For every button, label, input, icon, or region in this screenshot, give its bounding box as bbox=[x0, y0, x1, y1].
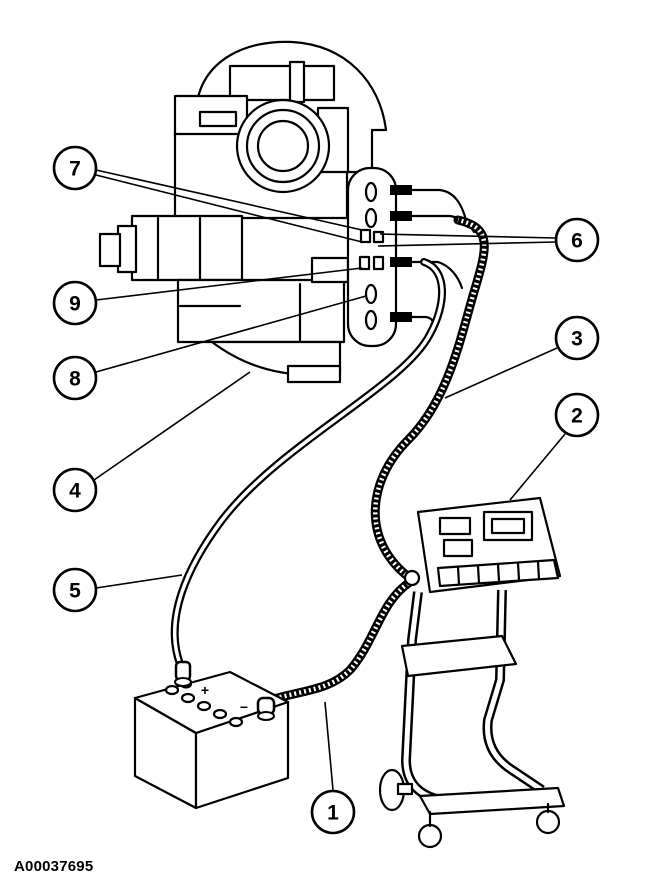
positive-battery-cable bbox=[170, 258, 446, 668]
callout-6-label: 6 bbox=[571, 230, 583, 253]
battery-negative-sign: − bbox=[240, 699, 248, 715]
probe-clip bbox=[390, 257, 412, 267]
callout-9-label: 9 bbox=[69, 293, 81, 316]
engine-lower-block bbox=[176, 278, 346, 344]
negative-battery-cable bbox=[265, 577, 415, 705]
figure-id: A00037695 bbox=[14, 858, 94, 875]
connector-terminal bbox=[372, 230, 385, 244]
cart-wheel bbox=[417, 823, 443, 849]
probe-clip bbox=[390, 211, 412, 221]
battery-positive-sign: + bbox=[201, 682, 209, 698]
tester-cable-port bbox=[403, 569, 421, 587]
cart-shelf bbox=[400, 634, 518, 678]
battery-negative-terminal bbox=[256, 696, 276, 721]
battery-positive-terminal bbox=[174, 660, 192, 687]
connector-pin bbox=[364, 207, 378, 229]
probe-clip bbox=[390, 312, 412, 322]
tester-screen bbox=[490, 517, 526, 535]
test-probes bbox=[390, 185, 476, 338]
tester-harness-cable bbox=[370, 215, 489, 583]
engine-top-tab bbox=[288, 60, 306, 104]
callout-5-label: 5 bbox=[69, 580, 81, 603]
battery-top-face bbox=[133, 670, 290, 735]
callout-4-circle bbox=[52, 467, 98, 513]
cart-wheel-axle bbox=[396, 782, 414, 796]
callout-9-circle bbox=[52, 280, 98, 326]
engine-assembly bbox=[98, 40, 388, 384]
connector-pin bbox=[364, 181, 378, 203]
connector-pin bbox=[364, 309, 378, 331]
callout-6-circle bbox=[554, 217, 600, 263]
callout-2-label: 2 bbox=[571, 405, 583, 428]
alternator-body bbox=[130, 214, 244, 282]
callout-3-circle bbox=[554, 315, 600, 361]
callout-8-circle bbox=[52, 355, 98, 401]
callout-1-label: 1 bbox=[327, 802, 339, 825]
callout-5-circle bbox=[52, 567, 98, 613]
callout-2-circle bbox=[554, 392, 600, 438]
connector-terminal bbox=[358, 255, 371, 271]
callout-8-label: 8 bbox=[69, 368, 81, 391]
leader-lines bbox=[93, 169, 566, 791]
connector-terminal bbox=[359, 228, 372, 244]
engine-bracket-slot bbox=[198, 110, 238, 128]
crank-pulley bbox=[235, 98, 331, 194]
callout-7-label: 7 bbox=[69, 158, 81, 181]
engine-top-cover bbox=[228, 64, 336, 102]
engine-pan-tab bbox=[286, 364, 342, 384]
connector-terminal bbox=[372, 255, 385, 271]
tester-display-lower bbox=[442, 538, 474, 558]
callout-7-circle bbox=[52, 145, 98, 191]
cart-base bbox=[418, 786, 566, 816]
alternator-pulley bbox=[98, 232, 122, 268]
callouts: 7 6 9 3 8 2 4 5 1 bbox=[52, 145, 600, 835]
connector-pin bbox=[364, 283, 378, 305]
callout-4-label: 4 bbox=[69, 480, 81, 503]
tester-display bbox=[438, 516, 472, 536]
cart-wheel bbox=[535, 809, 561, 835]
callout-1-circle bbox=[310, 789, 356, 835]
battery: + − bbox=[133, 660, 290, 810]
engine-tester-cart bbox=[378, 496, 566, 849]
callout-3-label: 3 bbox=[571, 328, 583, 351]
probe-clip bbox=[390, 185, 412, 195]
ignition-connector-plate bbox=[346, 166, 398, 348]
